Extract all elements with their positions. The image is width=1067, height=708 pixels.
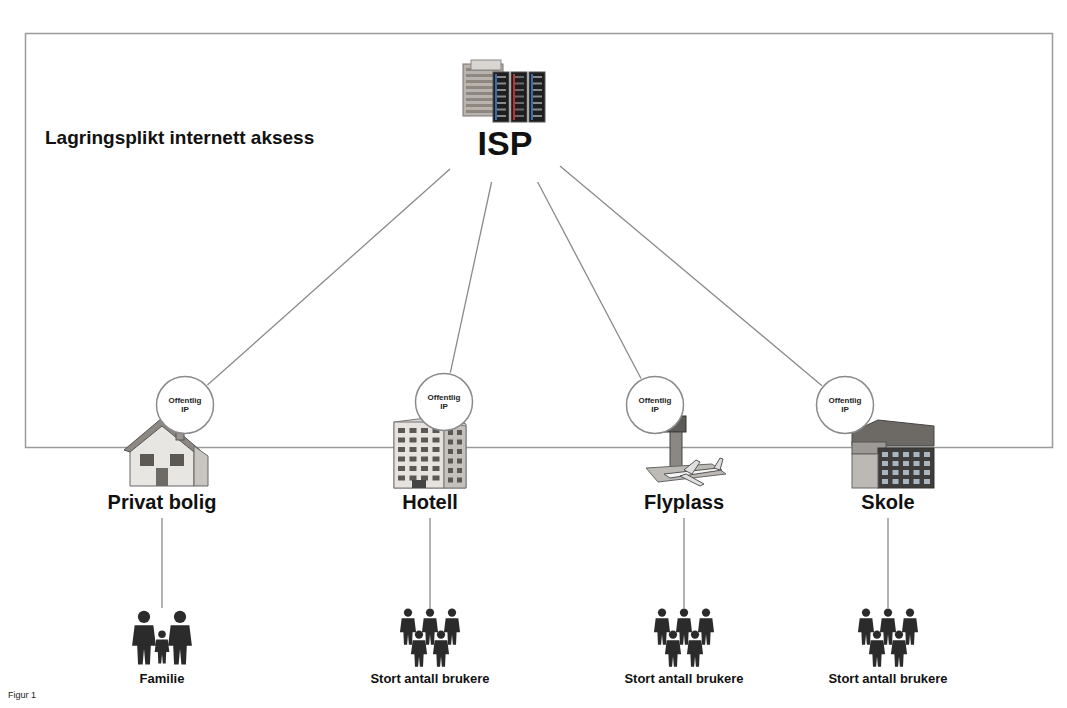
ip-label: Offentlig IP bbox=[155, 396, 215, 414]
connector-line bbox=[683, 518, 684, 608]
user-group-node: Stort antall brukere bbox=[345, 608, 515, 692]
building-node: Hotell bbox=[355, 412, 505, 518]
node-label: Privat bolig bbox=[87, 490, 237, 514]
connector-line bbox=[161, 518, 162, 608]
people-icon bbox=[644, 608, 724, 670]
public-ip-circle: Offentlig IP bbox=[155, 375, 215, 435]
people-icon bbox=[122, 608, 202, 670]
connector-line bbox=[450, 182, 491, 373]
frame-rect bbox=[26, 34, 1053, 448]
people-icon bbox=[848, 608, 928, 670]
ip-label: Offentlig IP bbox=[815, 396, 875, 414]
user-group-node: Stort antall brukere bbox=[803, 608, 973, 692]
isp-label: ISP bbox=[450, 124, 560, 162]
isp-node: ISP bbox=[450, 58, 560, 182]
node-label: Stort antall brukere bbox=[599, 670, 769, 687]
node-label: Familie bbox=[77, 670, 247, 687]
node-label: Skole bbox=[813, 490, 963, 514]
connector-line bbox=[560, 166, 822, 386]
node-label: Flyplass bbox=[609, 490, 759, 514]
people-icon bbox=[390, 608, 470, 670]
connector-line bbox=[429, 518, 430, 608]
public-ip-circle: Offentlig IP bbox=[414, 372, 474, 432]
public-ip-circle: Offentlig IP bbox=[815, 375, 875, 435]
building-node: Privat bolig bbox=[87, 412, 237, 518]
ip-label: Offentlig IP bbox=[625, 396, 685, 414]
node-label: Stort antall brukere bbox=[803, 670, 973, 687]
node-label: Hotell bbox=[355, 490, 505, 514]
diagram-title: Lagringsplikt internett aksess bbox=[45, 127, 314, 149]
user-group-node: Stort antall brukere bbox=[599, 608, 769, 692]
public-ip-circle: Offentlig IP bbox=[625, 375, 685, 435]
building-node: Flyplass bbox=[609, 412, 759, 518]
server-icon bbox=[457, 58, 553, 124]
connector-line bbox=[538, 182, 641, 378]
node-label: Stort antall brukere bbox=[345, 670, 515, 687]
connector-line bbox=[887, 518, 888, 608]
figure-caption: Figur 1 bbox=[8, 690, 36, 700]
connector-line bbox=[207, 169, 450, 385]
ip-label: Offentlig IP bbox=[414, 393, 474, 411]
user-group-node: Familie bbox=[77, 608, 247, 692]
